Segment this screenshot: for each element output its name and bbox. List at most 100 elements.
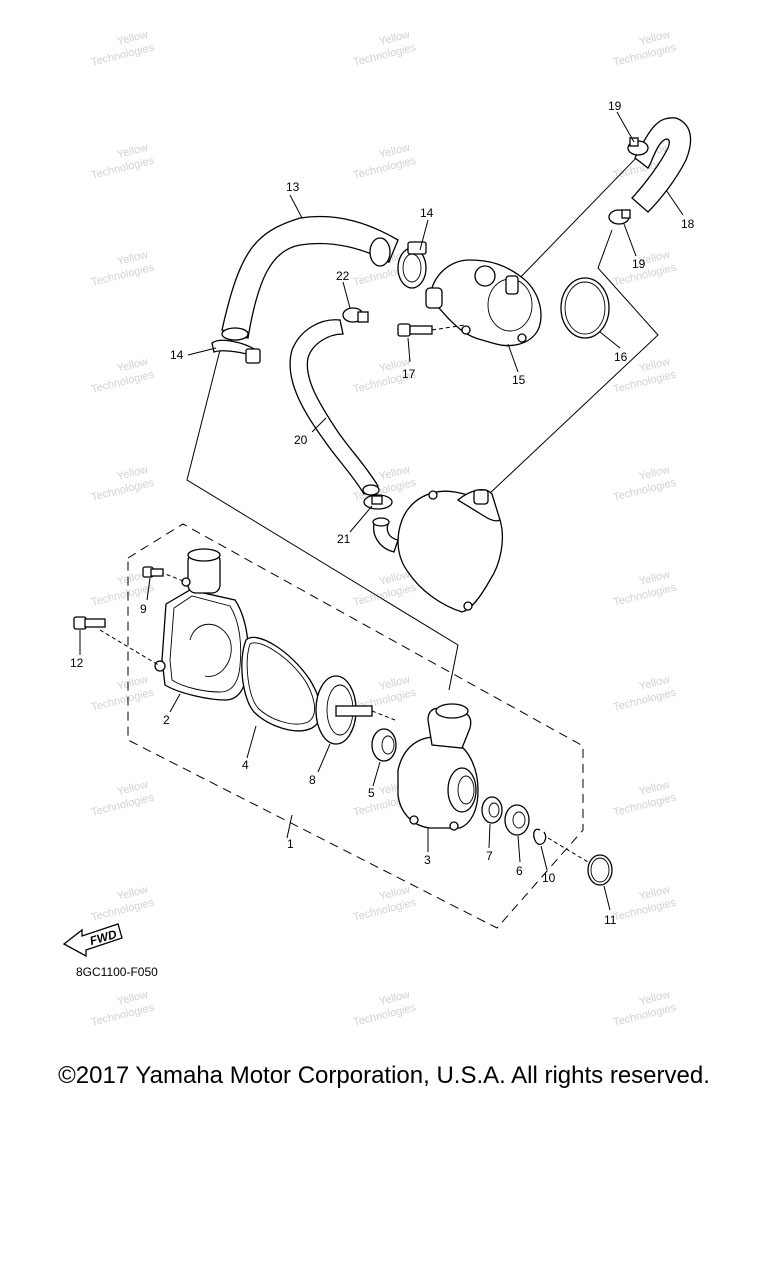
callout-9-line bbox=[146, 577, 151, 601]
pump-housing-3 bbox=[397, 703, 479, 831]
callout-7-line bbox=[488, 823, 491, 849]
callout-21-line bbox=[349, 505, 373, 533]
callout-1-line bbox=[286, 814, 293, 839]
callout-8: 8 bbox=[309, 773, 316, 787]
callout-13: 13 bbox=[286, 180, 300, 194]
callout-1: 1 bbox=[287, 837, 294, 851]
callout-5: 5 bbox=[368, 786, 375, 800]
clamp-14-lower bbox=[211, 339, 261, 364]
clamp-19-lower bbox=[608, 209, 631, 225]
callout-16-line bbox=[599, 331, 621, 349]
callout-17-line bbox=[407, 337, 411, 363]
clamp-21 bbox=[363, 494, 393, 510]
hose-18 bbox=[631, 117, 692, 213]
callout-4: 4 bbox=[242, 758, 249, 772]
thermostat-housing-15 bbox=[425, 259, 542, 347]
callout-9: 9 bbox=[140, 602, 147, 616]
clamp-22 bbox=[342, 307, 369, 323]
hose-18-leader bbox=[487, 229, 659, 496]
callout-5-line bbox=[372, 761, 381, 787]
callout-12: 12 bbox=[70, 656, 84, 670]
pump-outlet-cover bbox=[372, 489, 503, 613]
callout-19-upper-line bbox=[616, 111, 635, 143]
callout-6-line bbox=[517, 835, 521, 863]
o-ring-leader bbox=[547, 837, 589, 863]
callout-16: 16 bbox=[614, 350, 628, 364]
bearing-7 bbox=[481, 796, 503, 824]
callout-20: 20 bbox=[294, 433, 308, 447]
callout-2-line bbox=[169, 693, 181, 713]
gasket-4-inner bbox=[246, 642, 315, 725]
circlip-10 bbox=[533, 828, 547, 845]
fwd-arrow-icon: FWD bbox=[62, 923, 123, 958]
callout-22-line bbox=[342, 281, 351, 309]
callout-4-line bbox=[246, 725, 257, 759]
callout-17: 17 bbox=[402, 367, 416, 381]
callout-19-upper: 19 bbox=[608, 99, 622, 113]
seal-5 bbox=[371, 728, 397, 762]
callout-19-lower: 19 bbox=[632, 257, 646, 271]
callout-2: 2 bbox=[163, 713, 170, 727]
o-ring-11 bbox=[587, 854, 613, 886]
hose-13 bbox=[221, 215, 399, 341]
callout-15-line bbox=[507, 343, 519, 373]
callout-14-upper: 14 bbox=[420, 206, 434, 220]
callout-20-line bbox=[311, 417, 327, 433]
hose-20 bbox=[289, 319, 380, 496]
gasket-4 bbox=[241, 636, 322, 732]
callout-18-line bbox=[665, 189, 684, 216]
o-ring-16 bbox=[560, 277, 610, 339]
bolt-17 bbox=[397, 323, 466, 337]
callout-3: 3 bbox=[424, 853, 431, 867]
callout-21: 21 bbox=[337, 532, 351, 546]
clamp-14-upper bbox=[397, 241, 427, 289]
copyright-notice: ©2017 Yamaha Motor Corporation, U.S.A. A… bbox=[58, 1062, 710, 1089]
callout-14-lower: 14 bbox=[170, 348, 184, 362]
callout-7: 7 bbox=[486, 849, 493, 863]
callout-14-lower-line bbox=[187, 347, 217, 356]
hose-13-leader bbox=[186, 349, 459, 691]
pump-cover-2 bbox=[99, 548, 250, 701]
callout-8-line bbox=[317, 743, 331, 773]
callout-10: 10 bbox=[542, 871, 556, 885]
o-ring-11-inner bbox=[590, 857, 610, 883]
callout-15: 15 bbox=[512, 373, 526, 387]
bolt-12 bbox=[73, 616, 106, 630]
callout-14-upper-line bbox=[419, 219, 429, 251]
callout-6: 6 bbox=[516, 864, 523, 878]
bolt-9 bbox=[142, 566, 164, 578]
callout-11-line bbox=[603, 885, 611, 911]
bearing-6 bbox=[504, 804, 530, 836]
callout-13-line bbox=[289, 194, 303, 219]
callout-18: 18 bbox=[681, 217, 695, 231]
assembly-boundary bbox=[127, 523, 584, 929]
callout-22: 22 bbox=[336, 269, 350, 283]
callout-19-lower-line bbox=[623, 223, 637, 257]
callout-11: 11 bbox=[604, 913, 617, 927]
impeller-8 bbox=[315, 675, 396, 745]
o-ring-16-inner bbox=[564, 281, 606, 335]
diagram-code: 8GC1100-F050 bbox=[76, 965, 158, 979]
callout-10-line bbox=[540, 845, 548, 871]
